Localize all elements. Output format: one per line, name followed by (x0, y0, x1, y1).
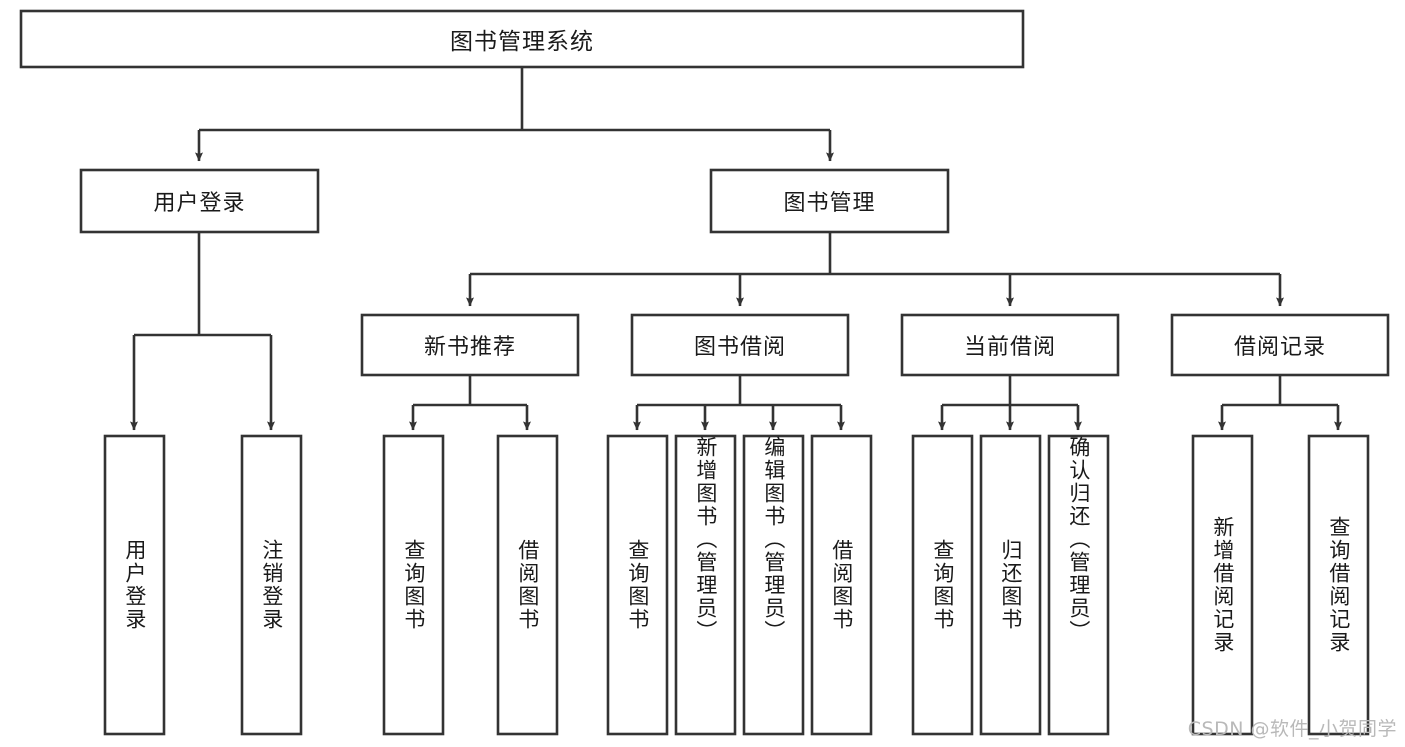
leaf-query-book-1-box[interactable] (382, 434, 445, 736)
leaf-borrow-book-2-box[interactable] (810, 434, 873, 736)
leaf-query-book-3-box[interactable] (911, 434, 974, 736)
node-new-book-recommend-box[interactable] (360, 313, 580, 377)
node-book-manage-box[interactable] (709, 168, 950, 234)
leaf-confirm-return-box[interactable] (1047, 434, 1110, 736)
node-user-login-box[interactable] (79, 168, 320, 234)
leaf-query-record-box[interactable] (1307, 434, 1370, 736)
leaf-query-book-2-box[interactable] (606, 434, 669, 736)
leaf-add-record-box[interactable] (1191, 434, 1254, 736)
leaf-borrow-book-1-box[interactable] (496, 434, 559, 736)
node-borrow-record-box[interactable] (1170, 313, 1390, 377)
node-book-borrow-box[interactable] (630, 313, 850, 377)
csdn-watermark: CSDN @软件_小贺同学 (1187, 718, 1397, 740)
leaf-user-login-box[interactable] (103, 434, 166, 736)
leaf-add-book-box[interactable] (674, 434, 737, 736)
node-root-box[interactable] (19, 9, 1025, 69)
leaf-logout-box[interactable] (240, 434, 303, 736)
leaf-return-book-box[interactable] (979, 434, 1042, 736)
leaf-edit-book-box[interactable] (742, 434, 805, 736)
node-current-borrow-box[interactable] (900, 313, 1120, 377)
